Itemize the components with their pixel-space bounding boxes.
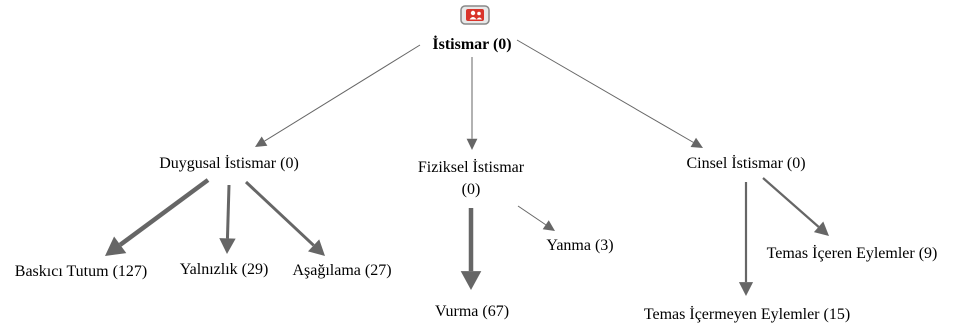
arrowhead-sexual-to-contact_acts (813, 221, 829, 236)
arrowhead-root-to-sexual (690, 137, 703, 148)
node-noncontact-acts[interactable]: Temas İçermeyen Eylemler (15) (644, 305, 850, 323)
node-sexual-abuse[interactable]: Cinsel İstismar (0) (686, 154, 805, 172)
arrowhead-emotional-to-loneliness (219, 238, 236, 254)
edge-emotional-to-loneliness (225, 184, 231, 239)
arrowhead-emotional-to-oppressive (105, 236, 127, 256)
arrowhead-physical-to-hitting (460, 271, 482, 290)
node-physical-abuse-line1[interactable]: Fiziksel İstismar (418, 158, 525, 176)
node-physical-abuse-line2[interactable]: (0) (462, 181, 481, 198)
arrowhead-emotional-to-humiliation (308, 239, 325, 256)
node-humiliation[interactable]: Aşağılama (27) (292, 262, 391, 279)
node-oppressive-attitude[interactable]: Baskıcı Tutum (127) (15, 263, 147, 280)
arrowhead-physical-to-burning (542, 220, 555, 231)
user-group-icon[interactable] (460, 5, 490, 25)
edge-physical-to-burning (517, 205, 546, 226)
node-hitting[interactable]: Vurma (67) (435, 303, 509, 320)
node-emotional-abuse[interactable]: Duygusal İstismar (0) (159, 154, 299, 172)
node-contact-acts[interactable]: Temas İçeren Eylemler (9) (767, 244, 938, 262)
edge-root-to-sexual (516, 39, 694, 143)
edge-root-to-emotional (264, 44, 421, 142)
edge-emotional-to-oppressive (118, 178, 210, 247)
arrowhead-sexual-to-noncontact_acts (738, 282, 754, 296)
arrowhead-root-to-emotional (255, 136, 268, 147)
edges-layer (105, 39, 829, 296)
node-root[interactable]: İstismar (0) (432, 34, 511, 53)
node-burning[interactable]: Yanma (3) (546, 237, 613, 254)
edge-sexual-to-contact_acts (762, 177, 820, 228)
arrowhead-root-to-physical (466, 138, 478, 150)
edge-emotional-to-humiliation (244, 180, 315, 247)
node-loneliness[interactable]: Yalnızlık (29) (180, 261, 269, 278)
